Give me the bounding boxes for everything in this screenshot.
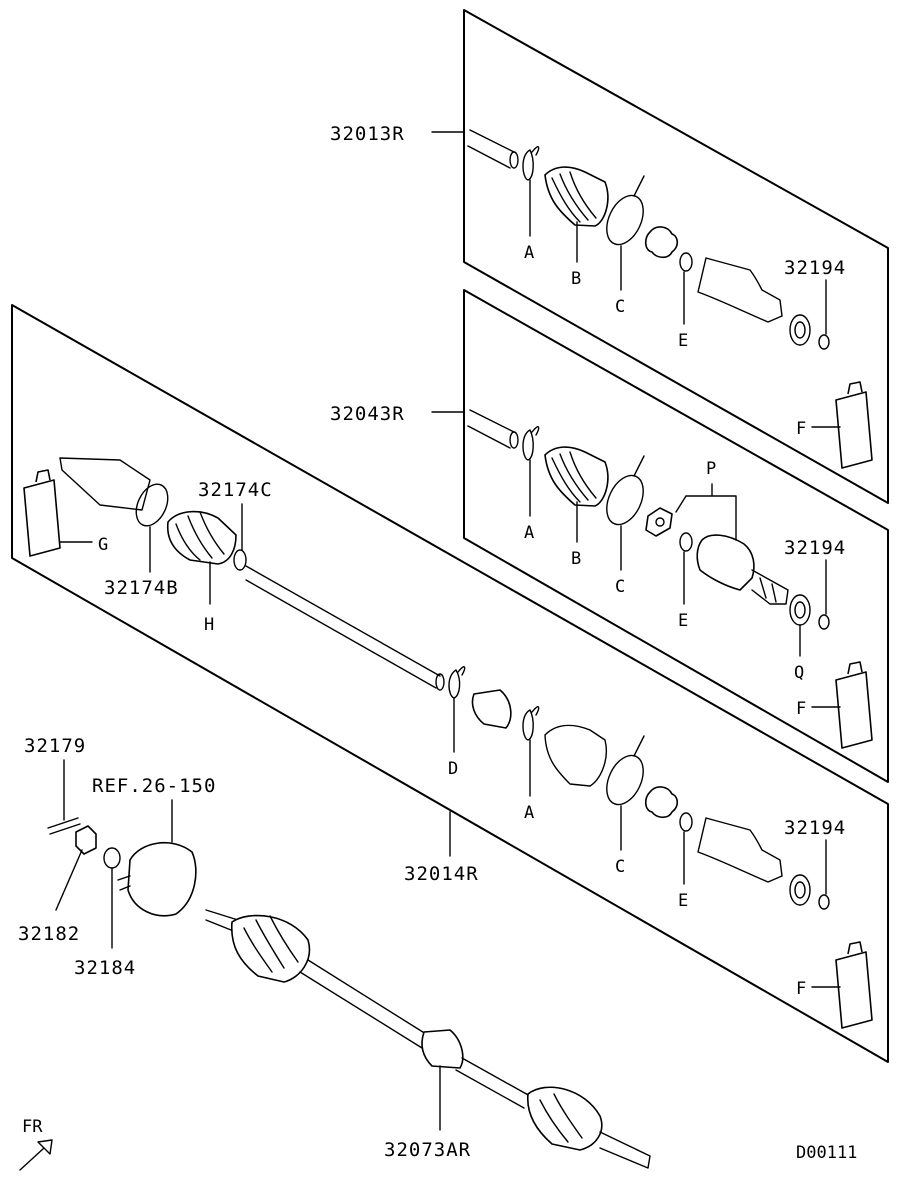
label-H: H <box>204 615 214 635</box>
bottom-assembly <box>19 759 651 1171</box>
labels: 32013R 32043R 32194 32194 32194 A B C E … <box>18 123 857 1163</box>
panel2-parts <box>467 381 873 749</box>
label-P: P <box>706 459 716 479</box>
label-D: D <box>448 759 458 779</box>
label-F1: F <box>796 419 806 439</box>
panel2-leaders <box>431 411 841 708</box>
panel1-leaders <box>431 131 827 335</box>
label-32073AR: 32073AR <box>384 1139 471 1161</box>
label-C2: C <box>615 577 625 597</box>
label-A3: A <box>524 803 534 823</box>
label-32174C: 32174C <box>198 479 273 501</box>
panel-32043R <box>463 289 889 783</box>
label-32013R: 32013R <box>330 123 405 145</box>
label-32043R: 32043R <box>330 403 405 425</box>
panel1-parts <box>467 129 830 350</box>
label-fr: FR <box>22 1117 43 1137</box>
label-B1: B <box>571 269 581 289</box>
label-32014R: 32014R <box>404 863 479 885</box>
label-Q: Q <box>794 663 804 683</box>
label-32194-2: 32194 <box>784 537 846 559</box>
panel-32013R <box>463 9 889 504</box>
label-32179: 32179 <box>24 735 86 757</box>
label-A2: A <box>524 523 534 543</box>
label-C1: C <box>615 297 625 317</box>
label-G: G <box>98 535 108 555</box>
diagram-code: D00111 <box>796 1143 857 1163</box>
label-32184: 32184 <box>74 957 136 979</box>
label-B2: B <box>571 549 581 569</box>
panel3-leaders <box>59 503 841 988</box>
label-ref: REF.26-150 <box>92 775 216 797</box>
label-E2: E <box>678 611 688 631</box>
label-32194-1: 32194 <box>784 257 846 279</box>
panel3-parts <box>23 457 873 1029</box>
label-F2: F <box>796 699 806 719</box>
label-32194-3: 32194 <box>784 817 846 839</box>
label-C3: C <box>615 857 625 877</box>
label-32174B: 32174B <box>104 577 179 599</box>
label-A1: A <box>524 243 534 263</box>
label-E3: E <box>678 891 688 911</box>
label-F3: F <box>796 979 806 999</box>
panel-32014R <box>11 304 889 1063</box>
label-E1: E <box>678 331 688 351</box>
label-32182: 32182 <box>18 923 80 945</box>
